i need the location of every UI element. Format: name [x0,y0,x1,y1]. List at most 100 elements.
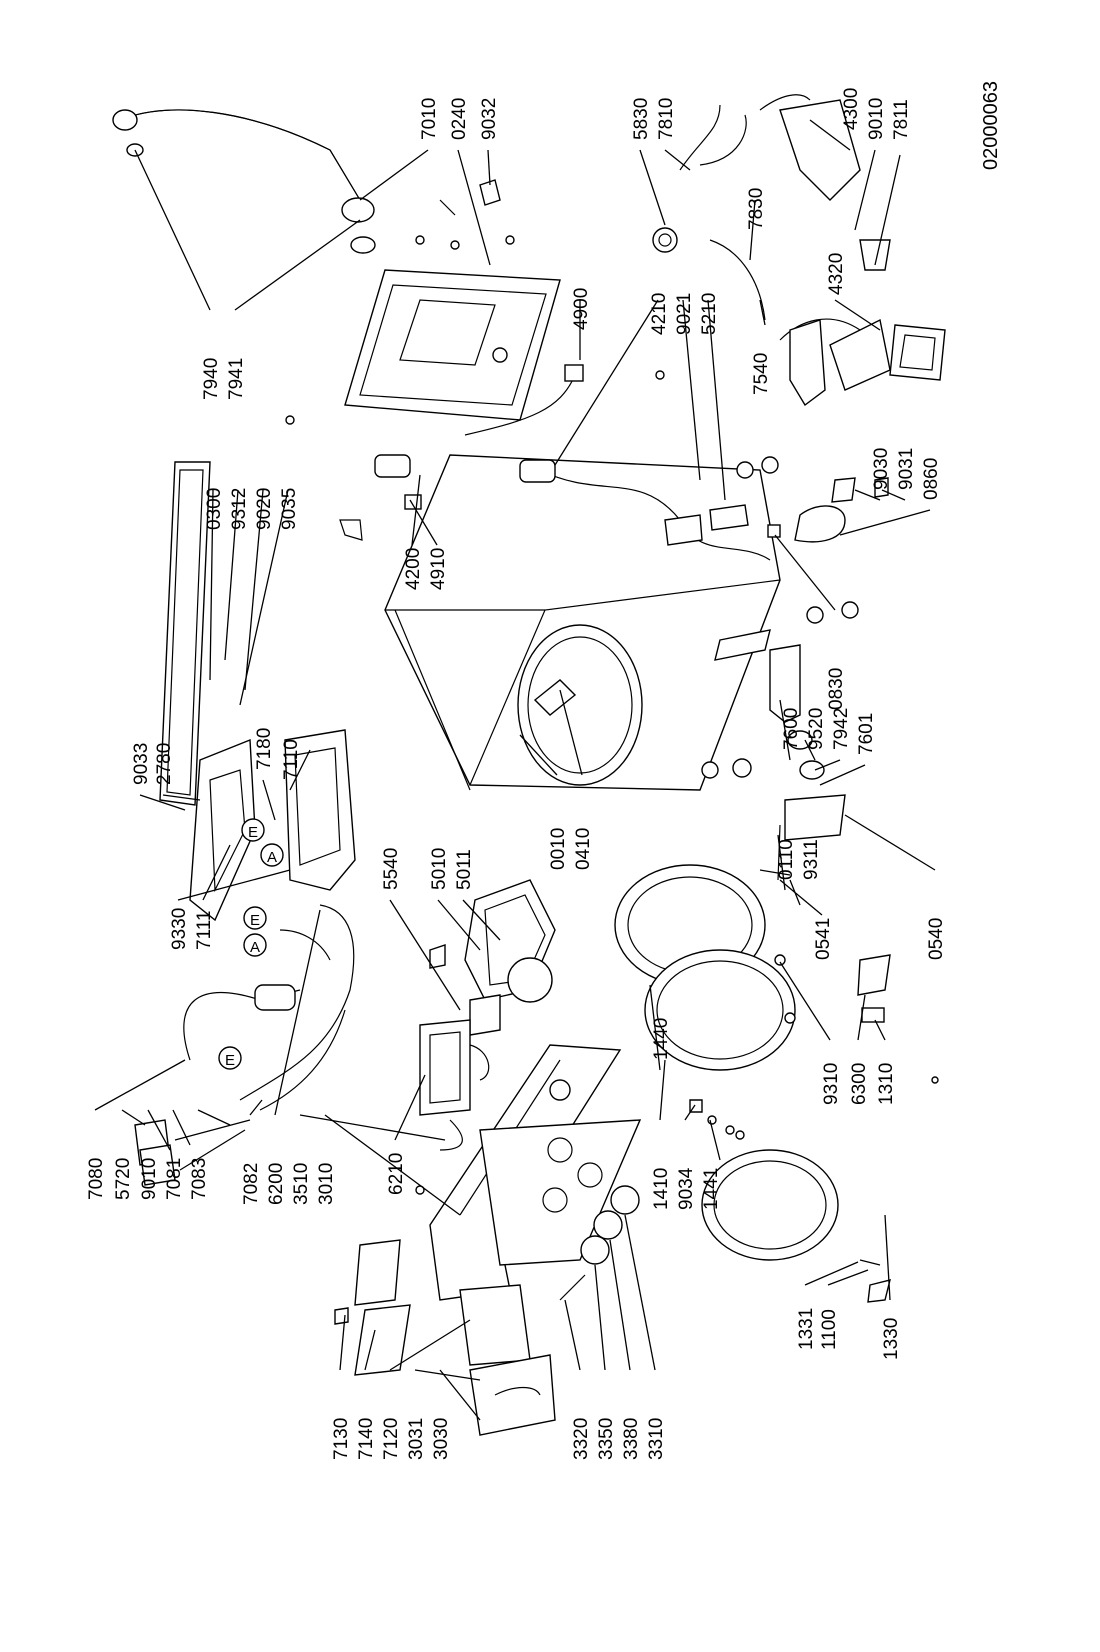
right-small-parts-drawing [736,456,889,543]
top-cover-drawing [344,179,561,421]
control-panel-drawing [429,1044,642,1301]
callout-3310: 3310 [646,1418,667,1460]
callout-5011: 5011 [454,849,475,890]
callout-7120: 7120 [381,1418,402,1460]
callout-4910: 4910 [428,548,449,590]
callout-7082: 7082 [241,1163,262,1205]
callout-0860: 0860 [921,458,942,500]
callout-2780: 2780 [154,743,175,785]
callout-3031: 3031 [406,1418,427,1460]
callout-4210: 4210 [649,293,670,335]
worktop-drawing [159,461,211,806]
callout-7811: 7811 [891,99,912,140]
marker-e-bottom: E [243,906,267,930]
callout-4300: 4300 [841,88,862,130]
drawer-inserts-drawing [334,1239,411,1376]
callout-9034: 9034 [676,1167,697,1210]
callout-labels: 7940 7941 7010 0240 9032 0300 9312 9020 … [86,88,947,1460]
svg-text:E: E [248,824,258,841]
callout-9020: 9020 [254,488,275,530]
callout-7600: 7600 [781,708,802,750]
callout-9021: 9021 [674,293,695,335]
callout-6200: 6200 [266,1163,287,1205]
callout-7940: 7940 [201,358,222,400]
leader-lines [94,119,936,1421]
callout-3030: 3030 [431,1418,452,1460]
callout-5720: 5720 [113,1158,134,1200]
callout-7130: 7130 [331,1418,352,1460]
diagram-id: 02000063 [980,81,1002,170]
door-lock-drawing [774,954,891,1303]
callout-7080: 7080 [86,1158,107,1200]
callout-9010-b: 9010 [139,1158,160,1200]
service-flap-drawing [759,794,846,881]
callout-1100: 1100 [819,1309,840,1350]
callout-7110: 7110 [281,739,302,780]
callout-7083: 7083 [189,1158,210,1200]
marker-e-top: E [241,818,265,842]
callout-9520: 9520 [806,708,827,750]
door-seal-drawing [614,864,796,1071]
callout-0540: 0540 [926,918,947,960]
callout-0240: 0240 [449,98,470,140]
marker-e-left: E [218,1046,242,1070]
drain-pump-drawing [652,94,946,407]
callout-3380: 3380 [621,1418,642,1460]
callout-9035: 9035 [279,488,300,530]
callout-5540: 5540 [381,848,402,890]
callout-0541: 0541 [813,918,834,960]
markers: E A A E E [218,818,284,1070]
callout-3320: 3320 [571,1418,592,1460]
timer-drawing [429,879,556,1036]
callout-9032: 9032 [479,98,500,140]
callout-7942: 7942 [831,708,852,750]
marker-a-bottom: A [243,933,267,957]
callout-1441: 1441 [701,1168,722,1210]
callout-0010: 0010 [548,828,569,870]
callout-7601: 7601 [856,713,877,755]
cabinet-drawing [384,454,781,791]
callout-1310: 1310 [876,1063,897,1105]
callout-9310: 9310 [821,1063,842,1105]
pump-cap-drawing [701,601,859,780]
callout-0410: 0410 [573,828,594,870]
callout-7010: 7010 [419,98,440,140]
callout-3350: 3350 [596,1418,617,1460]
callout-1410: 1410 [651,1168,672,1210]
callout-7830: 7830 [746,188,767,230]
callout-4200: 4200 [403,548,424,590]
svg-text:A: A [267,849,277,866]
callout-5210: 5210 [699,293,720,335]
callout-4900: 4900 [571,288,592,330]
drawer-front-drawing [459,1284,556,1436]
callout-7810: 7810 [656,98,677,140]
callout-1331: 1331 [796,1308,817,1350]
callout-0830: 0830 [826,668,847,710]
door-ring-drawing [701,1149,839,1261]
callout-9311: 9311 [801,839,822,880]
callout-9030: 9030 [871,448,892,490]
callout-7140: 7140 [356,1418,377,1460]
callout-9010-a: 9010 [866,98,887,140]
callout-9031: 9031 [896,448,917,490]
callout-9312: 9312 [229,488,250,530]
callout-7111: 7111 [194,911,215,950]
callout-1440: 1440 [651,1018,672,1060]
svg-text:E: E [225,1052,235,1069]
part-drawings [112,94,946,1436]
callout-1330: 1330 [881,1318,902,1360]
callout-7081: 7081 [164,1158,185,1200]
callout-9033: 9033 [131,743,152,785]
dispenser-housing-drawing [189,729,356,922]
callout-7540: 7540 [751,353,772,395]
knobs-drawing [559,1185,640,1301]
callout-3510: 3510 [291,1163,312,1205]
inlet-hose-drawing [112,109,376,254]
power-cord-drawing [464,364,584,436]
callout-7941: 7941 [226,358,247,400]
marker-a-top: A [260,843,284,867]
callout-3010: 3010 [316,1163,337,1205]
callout-6210: 6210 [386,1153,407,1195]
callout-9330: 9330 [169,908,190,950]
